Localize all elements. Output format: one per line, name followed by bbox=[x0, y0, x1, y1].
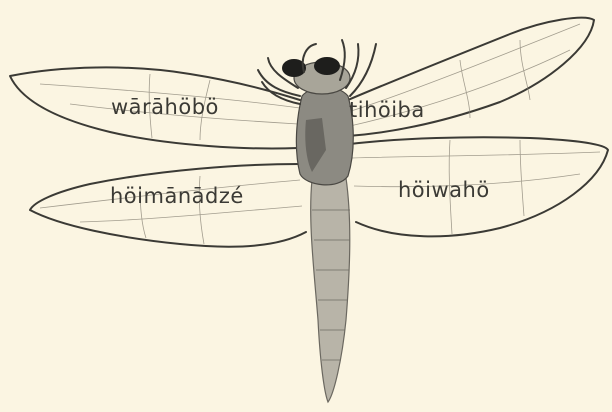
dragonfly-body bbox=[294, 62, 353, 402]
forewing-right-label: tihöiba bbox=[349, 100, 425, 121]
hindwing-left-label: höimānādzé bbox=[110, 186, 244, 207]
hindwing-right-label: höiwahö bbox=[398, 180, 490, 201]
forewing-left-label: wārāhöbö bbox=[111, 97, 219, 118]
